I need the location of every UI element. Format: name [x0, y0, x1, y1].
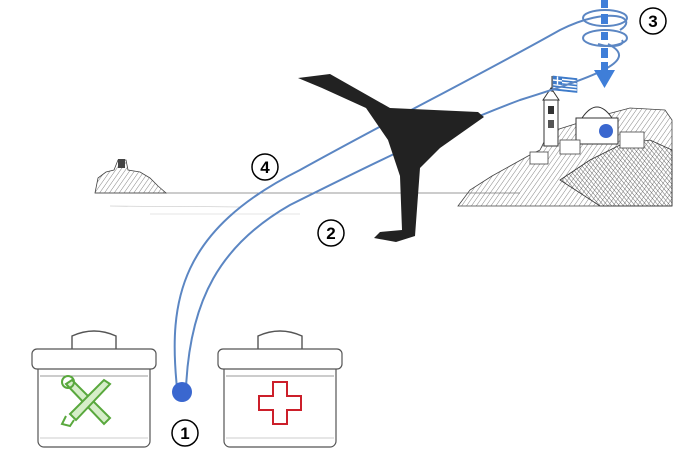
toolbox-icon — [31, 330, 157, 448]
step-2-label: 2 — [326, 224, 335, 243]
step-1-badge: 1 — [171, 419, 199, 447]
descent-arrow-icon — [594, 0, 615, 88]
left-islet-sketch — [94, 159, 168, 194]
step-3-badge: 3 — [639, 7, 667, 35]
loiter-circles — [582, 9, 628, 47]
step-4-badge: 4 — [251, 153, 279, 181]
step-2-badge: 2 — [317, 219, 345, 247]
step-4-label: 4 — [260, 158, 270, 177]
medical-cross-icon — [258, 381, 302, 425]
first-aid-kit-icon — [217, 330, 343, 448]
fixed-wing-drone-icon — [298, 74, 484, 242]
island-village-sketch — [457, 87, 673, 207]
delivery-point-marker — [599, 124, 613, 138]
launch-point-marker — [172, 382, 192, 402]
wrench-screwdriver-icon — [60, 375, 112, 428]
step-3-label: 3 — [648, 12, 657, 31]
step-1-label: 1 — [180, 424, 189, 443]
greek-flag-icon — [551, 75, 578, 93]
